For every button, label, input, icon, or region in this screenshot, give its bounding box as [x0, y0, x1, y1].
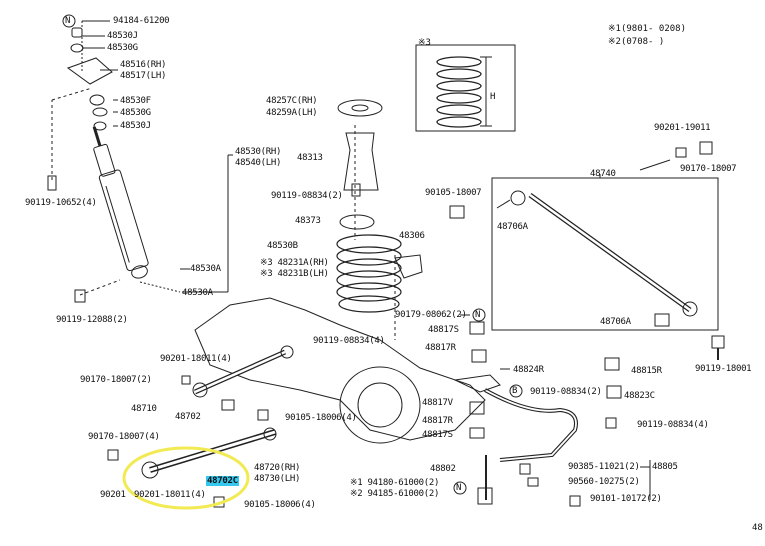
- part-label[interactable]: 48373: [295, 216, 321, 226]
- callout-n-top: N: [65, 16, 71, 26]
- part-label[interactable]: 48517(LH): [120, 71, 167, 81]
- page-number: 48: [752, 523, 763, 533]
- part-label[interactable]: 90119-12088(2): [56, 315, 128, 325]
- part-label[interactable]: 90119-08834(2): [271, 191, 343, 201]
- part-label[interactable]: 90119-08834(4): [637, 420, 709, 430]
- part-label[interactable]: 90119-08834(2): [530, 387, 602, 397]
- part-label[interactable]: 90170-18007(4): [88, 432, 160, 442]
- part-label[interactable]: 90105-18007: [425, 188, 482, 198]
- part-label-partial[interactable]: 90201-18011(4): [134, 490, 206, 500]
- part-label[interactable]: 48530J: [120, 121, 151, 131]
- part-label[interactable]: 48706A: [497, 222, 528, 232]
- highlight-circle: [122, 446, 250, 510]
- part-label[interactable]: 48706A: [600, 317, 631, 327]
- part-label[interactable]: ※3 48231A(RH): [260, 258, 329, 268]
- part-label[interactable]: 90179-08062(2): [395, 310, 467, 320]
- part-label[interactable]: 48530G: [107, 43, 138, 53]
- callout-b: B: [512, 386, 518, 396]
- part-label[interactable]: 48720(RH): [254, 463, 301, 473]
- part-label[interactable]: 90560-10275(2): [568, 477, 640, 487]
- part-label[interactable]: 90201-18011(4): [160, 354, 232, 364]
- spring-dimension: H: [490, 92, 496, 102]
- part-label-highlighted[interactable]: 48702C: [206, 476, 239, 486]
- note-2: ※2(0708- ): [608, 37, 665, 47]
- part-label[interactable]: 48540(LH): [235, 158, 282, 168]
- part-label[interactable]: 48824R: [513, 365, 544, 375]
- part-label[interactable]: 90170-18007: [680, 164, 737, 174]
- part-label[interactable]: 48802: [430, 464, 456, 474]
- part-label[interactable]: ※2 94185-61000(2): [350, 489, 440, 499]
- part-label[interactable]: 90119-08834(4): [313, 336, 385, 346]
- part-label[interactable]: 90170-18007(2): [80, 375, 152, 385]
- part-label[interactable]: 90201-19011: [654, 123, 711, 133]
- part-label[interactable]: 48530A: [182, 288, 213, 298]
- part-label[interactable]: 48530F: [120, 96, 151, 106]
- part-label[interactable]: 90119-10652(4): [25, 198, 97, 208]
- part-label[interactable]: 90105-18006(4): [285, 413, 357, 423]
- part-label[interactable]: 48313: [297, 153, 323, 163]
- part-label[interactable]: 48516(RH): [120, 60, 167, 70]
- part-label[interactable]: 90105-18006(4): [244, 500, 316, 510]
- part-label[interactable]: 48817R: [425, 343, 456, 353]
- part-label[interactable]: 48805: [652, 462, 678, 472]
- note-1: ※1(9801- 0208): [608, 24, 686, 34]
- part-label[interactable]: 48702: [175, 412, 201, 422]
- part-label[interactable]: 48530G: [120, 108, 151, 118]
- part-label[interactable]: 48815R: [631, 366, 662, 376]
- part-label[interactable]: ※1 94180-61000(2): [350, 478, 440, 488]
- part-label[interactable]: 48817S: [428, 325, 459, 335]
- part-label[interactable]: 48817R: [422, 416, 453, 426]
- callout-n-bottom: N: [456, 483, 462, 493]
- part-label[interactable]: 48710: [131, 404, 157, 414]
- part-label[interactable]: 48817S: [422, 430, 453, 440]
- part-label[interactable]: 48530(RH): [235, 147, 282, 157]
- part-label[interactable]: 90101-10172(2): [590, 494, 662, 504]
- part-label[interactable]: 48823C: [624, 391, 655, 401]
- part-label[interactable]: 48530B: [267, 241, 298, 251]
- part-label[interactable]: 48259A(LH): [266, 108, 318, 118]
- part-label[interactable]: 48306: [399, 231, 425, 241]
- part-label[interactable]: 90385-11021(2): [568, 462, 640, 472]
- part-label[interactable]: 48817V: [422, 398, 453, 408]
- part-label[interactable]: 94184-61200: [113, 16, 170, 26]
- callout-n-mid: N: [475, 310, 481, 320]
- part-label[interactable]: 48530A: [190, 264, 221, 274]
- part-label[interactable]: 48740: [590, 169, 616, 179]
- part-label[interactable]: 48257C(RH): [266, 96, 318, 106]
- part-label[interactable]: ※3 48231B(LH): [260, 269, 329, 279]
- part-label[interactable]: 90201: [100, 490, 126, 500]
- part-label[interactable]: 90119-18001: [695, 364, 752, 374]
- part-label[interactable]: 48530J: [107, 31, 138, 41]
- part-label[interactable]: 48730(LH): [254, 474, 301, 484]
- spring-marker: ※3: [418, 38, 431, 48]
